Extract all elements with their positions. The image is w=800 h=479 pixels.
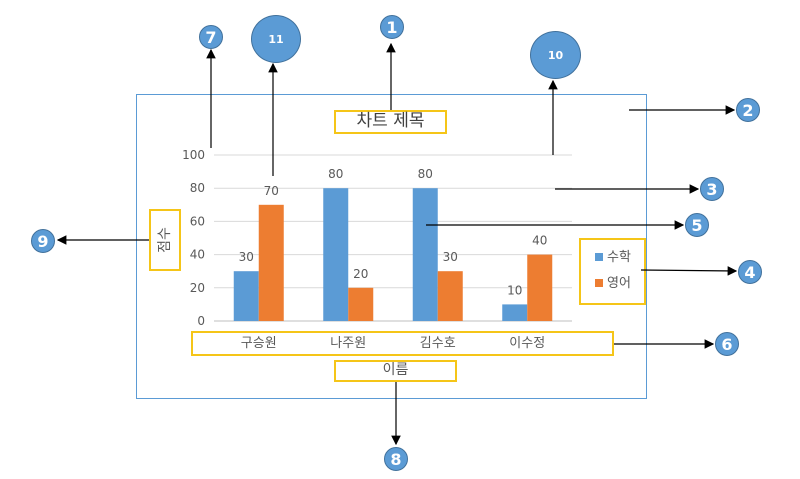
callout-badge-3: 3 (700, 177, 724, 201)
data-label: 80 (418, 167, 433, 181)
title-highlight-box (334, 110, 447, 134)
y-tick-label: 80 (190, 181, 205, 195)
legend-label-english: 영어 (607, 276, 631, 291)
bar (527, 254, 553, 321)
y-tick-label: 100 (182, 148, 205, 162)
callout-badge-10: 10 (530, 31, 581, 79)
y-axis-title-highlight-box (149, 209, 181, 271)
x-tick-label: 김수호 (420, 336, 456, 351)
bar (437, 271, 463, 321)
y-tick-label: 20 (190, 281, 205, 295)
data-label: 20 (353, 267, 368, 281)
legend-swatch-english (595, 279, 603, 287)
legend-highlight-box (579, 238, 646, 305)
x-tick-label: 이수정 (509, 336, 545, 351)
legend-swatch-math (595, 253, 603, 261)
y-tick-label: 60 (190, 214, 205, 228)
bar (502, 304, 528, 321)
data-label: 30 (239, 250, 254, 264)
bar (348, 287, 374, 321)
x-axis-title-highlight-box (334, 360, 457, 382)
callout-badge-4: 4 (738, 260, 762, 284)
y-tick-label: 40 (190, 248, 205, 262)
callout-badge-7: 7 (199, 25, 223, 49)
category-axis-highlight-box (191, 331, 614, 356)
bar (323, 188, 349, 321)
callout-badge-6: 6 (715, 332, 739, 356)
callout-badge-11: 11 (251, 15, 301, 63)
data-label: 40 (532, 234, 547, 248)
x-tick-label: 나주원 (330, 336, 366, 351)
data-label: 30 (443, 250, 458, 264)
x-axis-title: 이름 (382, 362, 409, 378)
callout-badge-9: 9 (31, 229, 55, 253)
callout-badge-1: 1 (380, 15, 404, 39)
callout-badge-8: 8 (384, 447, 408, 471)
x-tick-label: 구승원 (241, 336, 277, 351)
chart-title: 차트 제목 (356, 111, 425, 131)
bar (412, 188, 438, 321)
bar (258, 204, 284, 321)
legend-label-math: 수학 (607, 250, 631, 265)
data-label: 10 (507, 283, 522, 297)
bar (233, 271, 259, 321)
callout-badge-5: 5 (685, 213, 709, 237)
data-label: 80 (328, 167, 343, 181)
callout-badge-2: 2 (736, 98, 760, 122)
y-tick-label: 0 (197, 314, 205, 328)
data-label: 70 (264, 184, 279, 198)
arrow-4 (640, 266, 738, 276)
